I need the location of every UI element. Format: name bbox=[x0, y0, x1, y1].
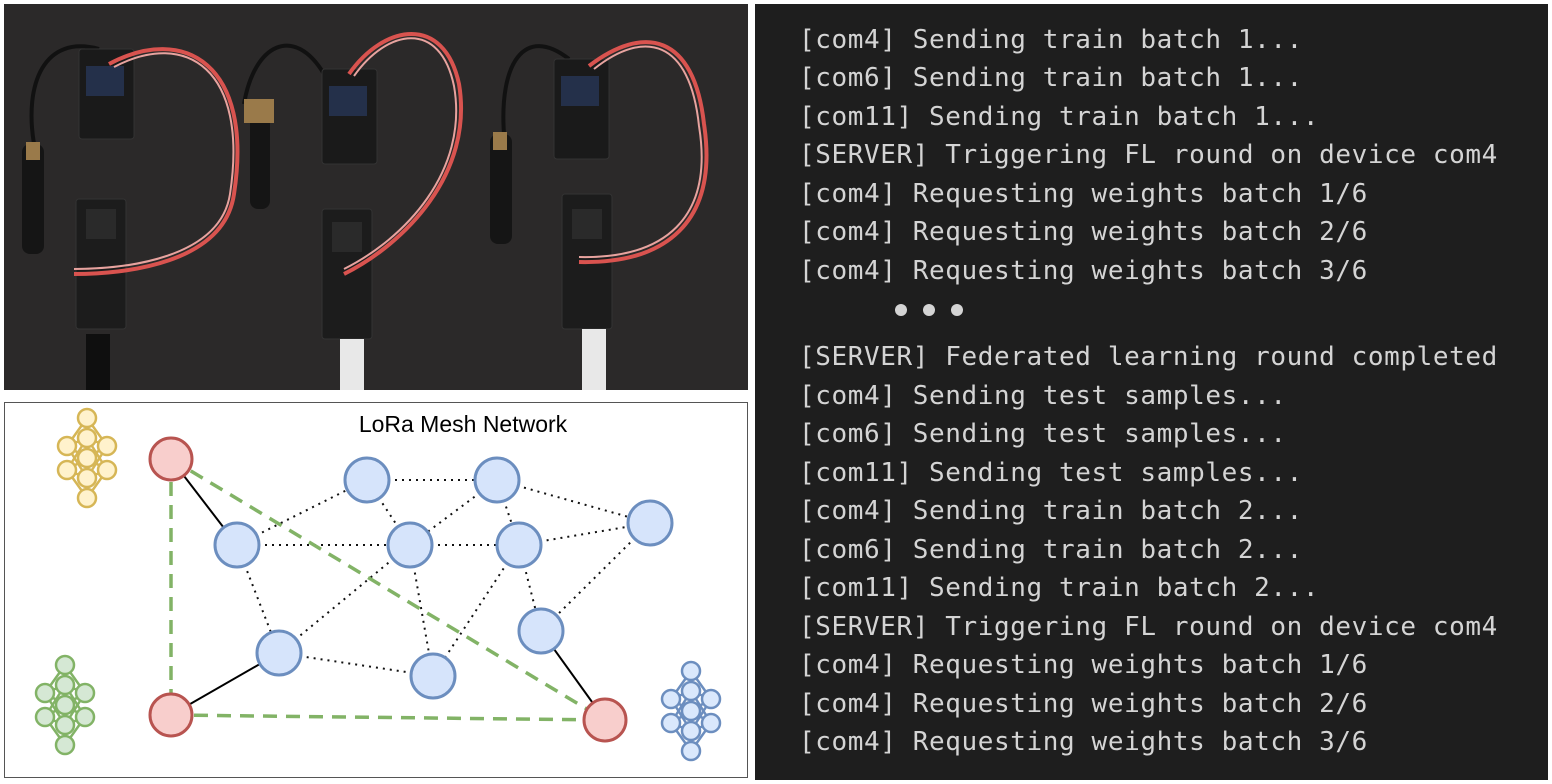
mesh-node bbox=[343, 456, 391, 504]
mesh-node bbox=[409, 652, 457, 700]
mesh-node bbox=[386, 521, 434, 569]
terminal-line: [com4] Sending train batch 2... bbox=[799, 496, 1303, 526]
terminal-line: [com11] Sending train batch 2... bbox=[799, 573, 1320, 603]
mesh-network-diagram: LoRa Mesh Network bbox=[4, 402, 748, 778]
terminal-line: [com11] Sending train batch 1... bbox=[799, 102, 1320, 132]
neural-network-icon-yellow bbox=[56, 407, 118, 509]
terminal-line: [com6] Sending test samples... bbox=[799, 419, 1287, 449]
board-set-2 bbox=[321, 32, 571, 390]
terminal-log: [com4] Sending train batch 1... [com6] S… bbox=[755, 4, 1548, 780]
terminal-line: [com6] Sending train batch 1... bbox=[799, 63, 1303, 93]
mesh-node bbox=[473, 456, 521, 504]
mesh-node bbox=[517, 607, 565, 655]
terminal-line: [com4] Requesting weights batch 1/6 bbox=[799, 179, 1368, 209]
terminal-line: [com4] Sending train batch 1... bbox=[799, 25, 1303, 55]
board-set-1 bbox=[22, 43, 326, 390]
ellipsis-icon bbox=[895, 304, 963, 316]
mesh-network-graphic: LoRa Mesh Network bbox=[34, 407, 722, 762]
neural-network-icon-green bbox=[34, 654, 96, 756]
gateway-node bbox=[148, 436, 194, 482]
terminal-line: [com4] Sending test samples... bbox=[799, 381, 1287, 411]
terminal-line: [com4] Requesting weights batch 2/6 bbox=[799, 689, 1368, 719]
terminal-line: [com4] Requesting weights batch 1/6 bbox=[799, 650, 1368, 680]
neural-network-icon-blue bbox=[660, 660, 722, 762]
terminal-line: [com4] Requesting weights batch 3/6 bbox=[799, 256, 1368, 286]
federated-learning-links bbox=[169, 457, 606, 722]
mesh-node bbox=[626, 499, 674, 547]
gateway-node bbox=[148, 692, 194, 738]
terminal-line: [com4] Requesting weights batch 2/6 bbox=[799, 217, 1368, 247]
terminal-line: [SERVER] Triggering FL round on device c… bbox=[799, 612, 1498, 642]
terminal-line: [SERVER] Triggering FL round on device c… bbox=[799, 140, 1498, 170]
board-set-3 bbox=[553, 40, 709, 390]
mesh-nodes bbox=[213, 456, 674, 700]
terminal-line: [com11] Sending test samples... bbox=[799, 458, 1303, 488]
terminal-line: [com4] Requesting weights batch 3/6 bbox=[799, 727, 1368, 757]
diagram-title: LoRa Mesh Network bbox=[359, 411, 568, 437]
terminal-line: [SERVER] Federated learning round comple… bbox=[799, 342, 1498, 372]
mesh-node bbox=[213, 521, 261, 569]
lora-boards-photo-graphic bbox=[4, 4, 748, 390]
lora-boards-photo bbox=[4, 4, 748, 390]
gateway-node bbox=[582, 697, 628, 743]
mesh-node bbox=[495, 521, 543, 569]
mesh-node bbox=[255, 629, 303, 677]
terminal-line: [com6] Sending train batch 2... bbox=[799, 535, 1303, 565]
gateway-nodes bbox=[148, 436, 628, 743]
